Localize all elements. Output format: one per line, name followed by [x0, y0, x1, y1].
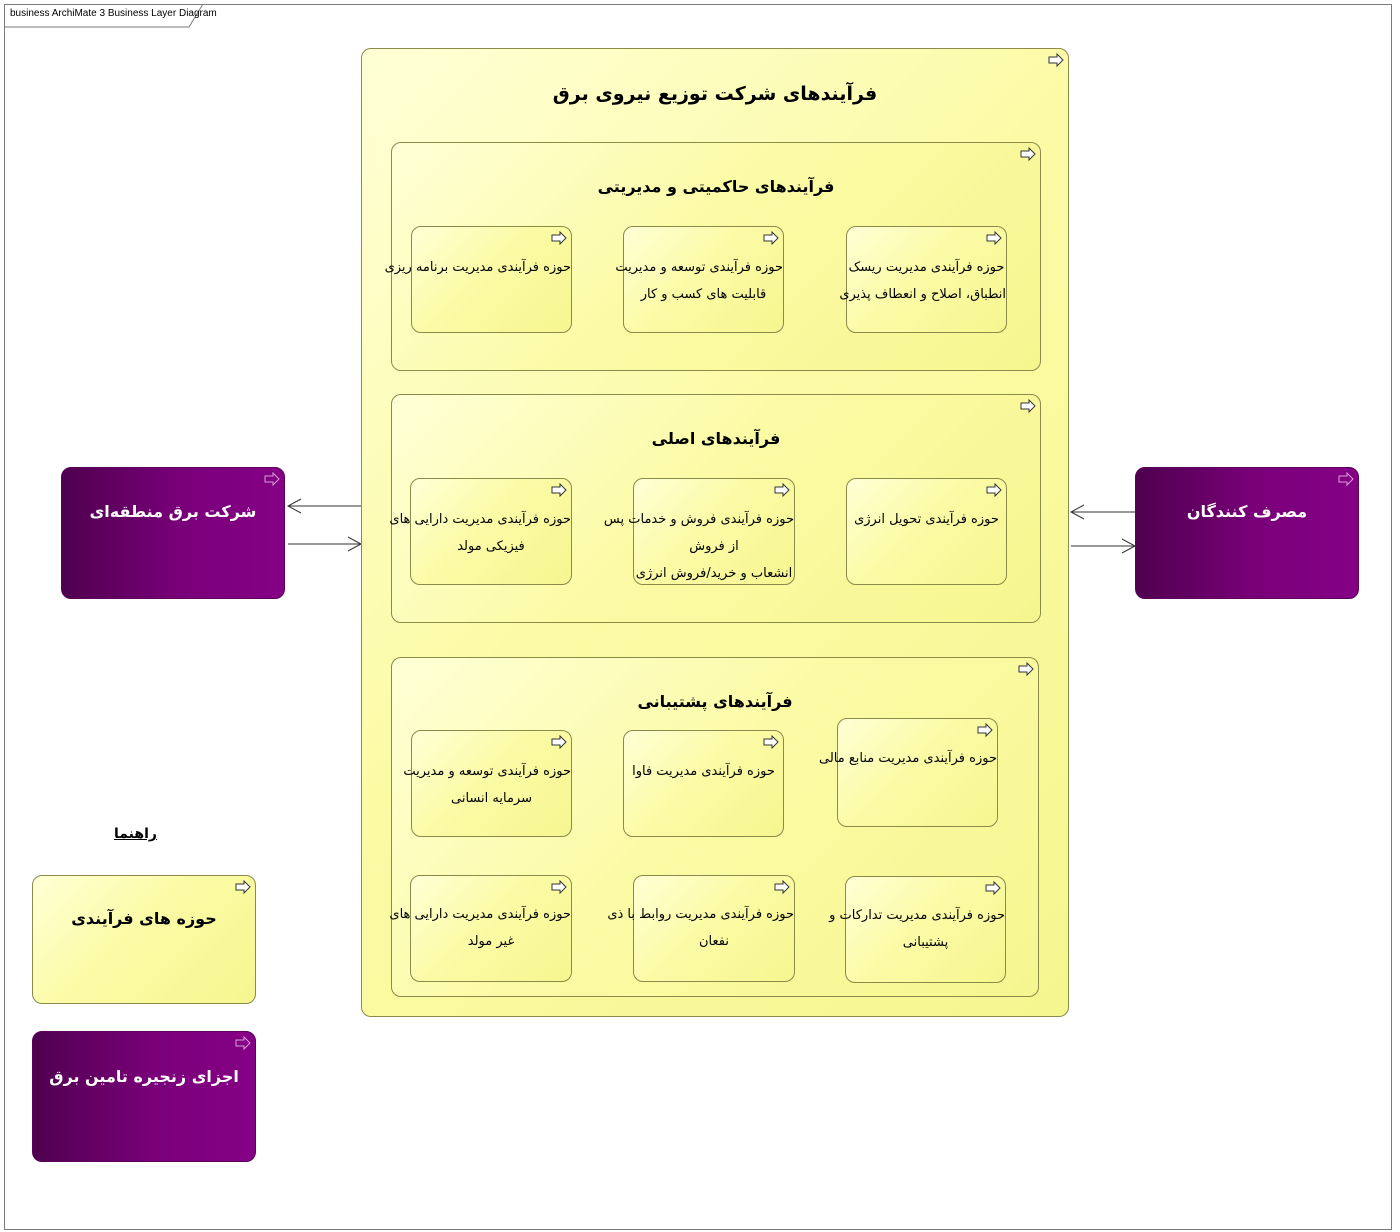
actor-regional-electric[interactable]: شرکت برق منطقه‌ای	[61, 467, 285, 599]
diagram-frame	[4, 4, 1392, 1230]
diagram-tab-label: business ArchiMate 3 Business Layer Diag…	[10, 8, 217, 19]
diagram-tab-shape	[4, 4, 204, 28]
process-label-line: انشعاب و خرید/فروش انرژی	[635, 566, 793, 581]
process-item[interactable]: حوزه فرآیندی فروش و خدمات پس از فروش انش…	[603, 478, 795, 587]
process-label-line: انطباق، اصلاح و انعطاف پذیری	[839, 287, 1006, 302]
process-item[interactable]: حوزه فرآیندی مدیریت ریسک انطباق، اصلاح و…	[839, 226, 1007, 333]
process-label-line: حوزه فرآیندی مدیریت فاوا	[632, 764, 775, 779]
process-label: حوزه فرآیندی مدیریت دارایی های فیزیکی مو…	[389, 506, 571, 560]
group-title: فرآیندهای پشتیبانی	[637, 692, 793, 711]
process-icon	[551, 231, 567, 245]
process-icon	[551, 880, 567, 894]
actor-label: شرکت برق منطقه‌ای	[89, 502, 257, 521]
process-label-line: حوزه فرآیندی مدیریت دارایی های	[389, 907, 571, 922]
process-icon	[1018, 662, 1034, 676]
process-item[interactable]: حوزه فرآیندی توسعه و مدیریت قابلیت های ک…	[615, 226, 784, 333]
process-item[interactable]: حوزه فرآیندی مدیریت روابط با ذی نفعان	[607, 875, 795, 982]
process-label-line: پشتیبانی	[902, 935, 949, 950]
process-icon	[1338, 472, 1354, 486]
process-label-line: حوزه فرآیندی مدیریت برنامه ریزی	[384, 260, 571, 275]
process-icon	[1020, 399, 1036, 413]
process-item[interactable]: حوزه فرآیندی مدیریت دارایی های غیر مولد	[389, 875, 572, 982]
process-label-line: حوزه فرآیندی مدیریت تدارکات و	[829, 908, 1005, 923]
group-title: فرآیندهای اصلی	[651, 429, 781, 448]
process-label: حوزه فرآیندی مدیریت دارایی های غیر مولد	[389, 901, 571, 955]
process-label-line: سرمایه انسانی	[451, 791, 532, 806]
process-label-line: حوزه فرآیندی تحویل انرژی	[854, 512, 999, 527]
process-label-line: حوزه فرآیندی مدیریت روابط با ذی	[607, 907, 794, 922]
process-label: حوزه فرآیندی مدیریت تدارکات و پشتیبانی	[829, 902, 1005, 956]
process-item[interactable]: حوزه فرآیندی مدیریت دارایی های فیزیکی مو…	[389, 478, 572, 585]
legend-process-label: حوزه های فرآیندی	[71, 909, 217, 928]
process-item[interactable]: حوزه فرآیندی مدیریت برنامه ریزی	[384, 226, 572, 333]
process-label-line: نفعان	[699, 934, 729, 949]
process-item[interactable]: حوزه فرآیندی مدیریت منابع مالی	[819, 718, 998, 827]
actor-label: مصرف کنندگان	[1186, 502, 1308, 521]
process-label: حوزه فرآیندی مدیریت ریسک انطباق، اصلاح و…	[839, 254, 1006, 308]
process-item[interactable]: حوزه فرآیندی توسعه و مدیریت سرمایه انسان…	[403, 730, 572, 837]
actor-consumers[interactable]: مصرف کنندگان	[1135, 467, 1359, 599]
process-label: حوزه فرآیندی مدیریت فاوا	[624, 758, 783, 785]
process-icon	[235, 1036, 251, 1050]
process-label-line: حوزه فرآیندی مدیریت دارایی های	[389, 512, 571, 527]
process-label: حوزه فرآیندی مدیریت برنامه ریزی	[384, 254, 571, 281]
process-icon	[1020, 147, 1036, 161]
process-label: حوزه فرآیندی توسعه و مدیریت قابلیت های ک…	[615, 254, 783, 308]
process-icon	[235, 880, 251, 894]
process-item[interactable]: حوزه فرآیندی تحویل انرژی	[846, 478, 1007, 585]
process-icon	[1048, 53, 1064, 67]
legend-title: راهنما	[114, 826, 157, 842]
process-icon	[551, 735, 567, 749]
arrow-left-icon	[286, 498, 302, 514]
process-icon	[774, 483, 790, 497]
process-label: حوزه فرآیندی فروش و خدمات پس از فروش انش…	[603, 506, 794, 587]
process-icon	[551, 483, 567, 497]
process-icon	[986, 231, 1002, 245]
process-label-line: حوزه فرآیندی مدیریت ریسک	[848, 260, 1005, 275]
process-label-line: حوزه فرآیندی مدیریت منابع مالی	[819, 751, 997, 766]
process-label: حوزه فرآیندی مدیریت روابط با ذی نفعان	[607, 901, 794, 955]
process-item[interactable]: حوزه فرآیندی مدیریت فاوا	[623, 730, 784, 837]
process-label: حوزه فرآیندی مدیریت منابع مالی	[819, 745, 997, 772]
process-label-line: حوزه فرآیندی فروش و خدمات پس	[603, 512, 794, 527]
process-label-line: از فروش	[689, 539, 739, 554]
process-item[interactable]: حوزه فرآیندی مدیریت تدارکات و پشتیبانی	[829, 876, 1006, 983]
process-icon	[986, 483, 1002, 497]
process-label-line: فیزیکی مولد	[457, 539, 525, 554]
process-label: حوزه فرآیندی توسعه و مدیریت سرمایه انسان…	[403, 758, 571, 812]
process-icon	[264, 472, 280, 486]
process-icon	[985, 881, 1001, 895]
arrow-left-icon	[1069, 504, 1085, 520]
diagram-tab: business ArchiMate 3 Business Layer Diag…	[4, 4, 217, 28]
process-icon	[977, 723, 993, 737]
legend-supply-chain[interactable]: اجزای زنجیره تامین برق	[32, 1031, 256, 1162]
process-icon	[763, 231, 779, 245]
legend-supply-label: اجزای زنجیره تامین برق	[49, 1067, 239, 1086]
process-label-line: حوزه فرآیندی توسعه و مدیریت	[403, 764, 571, 779]
group-title: فرآیندهای حاکمیتی و مدیریتی	[597, 177, 835, 196]
process-icon	[763, 735, 779, 749]
process-label: حوزه فرآیندی تحویل انرژی	[847, 506, 1006, 533]
legend-process-area[interactable]: حوزه های فرآیندی	[32, 875, 256, 1004]
process-icon	[774, 880, 790, 894]
main-title: فرآیندهای شرکت توزیع نیروی برق	[552, 83, 878, 105]
process-label-line: قابلیت های کسب و کار	[640, 287, 767, 302]
process-label-line: غیر مولد	[467, 934, 515, 949]
process-label-line: حوزه فرآیندی توسعه و مدیریت	[615, 260, 783, 275]
